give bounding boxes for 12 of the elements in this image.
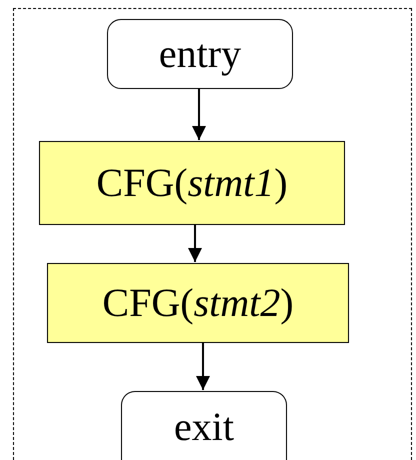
terminal-box (107, 19, 293, 89)
process-label: CFG(stmt1) (96, 163, 288, 203)
terminal-box (121, 391, 287, 460)
arrow (192, 88, 206, 140)
dashed-frame (13, 8, 412, 460)
arrow (196, 342, 210, 390)
terminal-label: exit (174, 406, 234, 446)
arrow (188, 224, 202, 262)
process-box (39, 141, 345, 225)
process-label: CFG(stmt2) (102, 283, 294, 323)
process-box (47, 263, 349, 343)
terminal-label: entry (158, 34, 242, 74)
